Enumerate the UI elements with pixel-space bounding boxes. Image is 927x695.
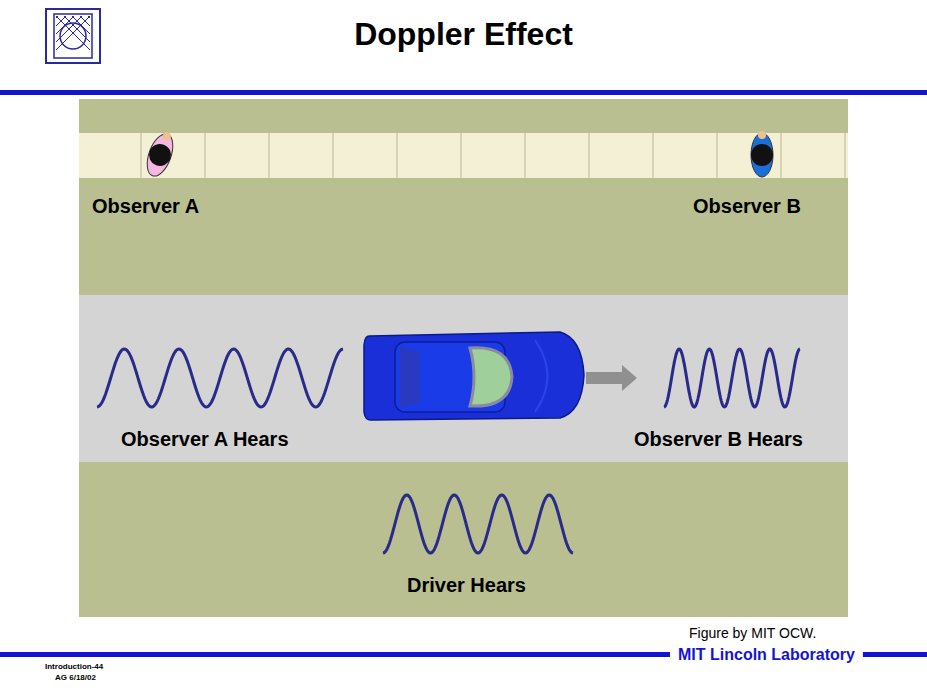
figure-credit: Figure by MIT OCW.	[689, 625, 816, 641]
sidewalk-joint	[268, 133, 270, 178]
car-hood-line	[535, 340, 548, 412]
logo-lattice	[56, 16, 66, 26]
car-rear-window	[400, 346, 420, 408]
lab-logo	[46, 9, 100, 63]
sidewalk-joint	[396, 133, 398, 178]
motion-arrow	[586, 365, 637, 391]
observer-head	[751, 144, 773, 166]
scene-label: Observer B	[693, 195, 801, 218]
logo-lattice	[56, 16, 58, 18]
logo-inner	[54, 14, 92, 58]
sidewalk-joint	[588, 133, 590, 178]
car	[364, 332, 584, 420]
logo-lattice	[80, 16, 90, 26]
car-body	[364, 332, 584, 420]
car-windshield	[470, 348, 512, 406]
observer-figure	[751, 131, 773, 177]
sidewalk-joint	[844, 133, 846, 178]
sidewalk-joint	[204, 133, 206, 178]
sound-wave	[664, 349, 800, 407]
grass-bottom	[79, 462, 848, 617]
scene-label: Observer A Hears	[121, 428, 289, 451]
sidewalk	[79, 133, 848, 178]
observer-head	[146, 141, 174, 169]
observer-body	[751, 133, 773, 177]
page-title: Doppler Effect	[0, 16, 927, 53]
lab-name: MIT Lincoln Laboratory	[678, 646, 855, 664]
sidewalk-joint	[460, 133, 462, 178]
grass-top	[79, 99, 848, 295]
sound-wave	[383, 495, 573, 553]
logo-lattice	[56, 16, 90, 50]
observer-hand	[162, 131, 172, 141]
road	[79, 295, 848, 462]
header-rule	[0, 90, 927, 95]
sidewalk-joint	[140, 133, 142, 178]
sidewalk-joint	[652, 133, 654, 178]
footer-patch	[670, 644, 863, 666]
scene-label: Observer A	[92, 195, 199, 218]
logo-frame	[46, 9, 100, 63]
slide-footer: AG 6/18/02	[55, 673, 96, 682]
logo-lattice	[88, 16, 90, 18]
sound-wave	[97, 349, 343, 407]
slide-footer: Introduction-44	[45, 662, 103, 671]
logo-lattice	[56, 16, 90, 50]
logo-circle	[60, 23, 86, 49]
sidewalk-joint	[716, 133, 718, 178]
sidewalk-joint	[780, 133, 782, 178]
sidewalk-joint	[524, 133, 526, 178]
observer-body	[142, 131, 178, 180]
sidewalk-joint	[332, 133, 334, 178]
scene-label: Observer B Hears	[634, 428, 803, 451]
observer-figure	[142, 129, 178, 180]
observer-hand	[758, 131, 766, 139]
scene-label: Driver Hears	[407, 574, 526, 597]
